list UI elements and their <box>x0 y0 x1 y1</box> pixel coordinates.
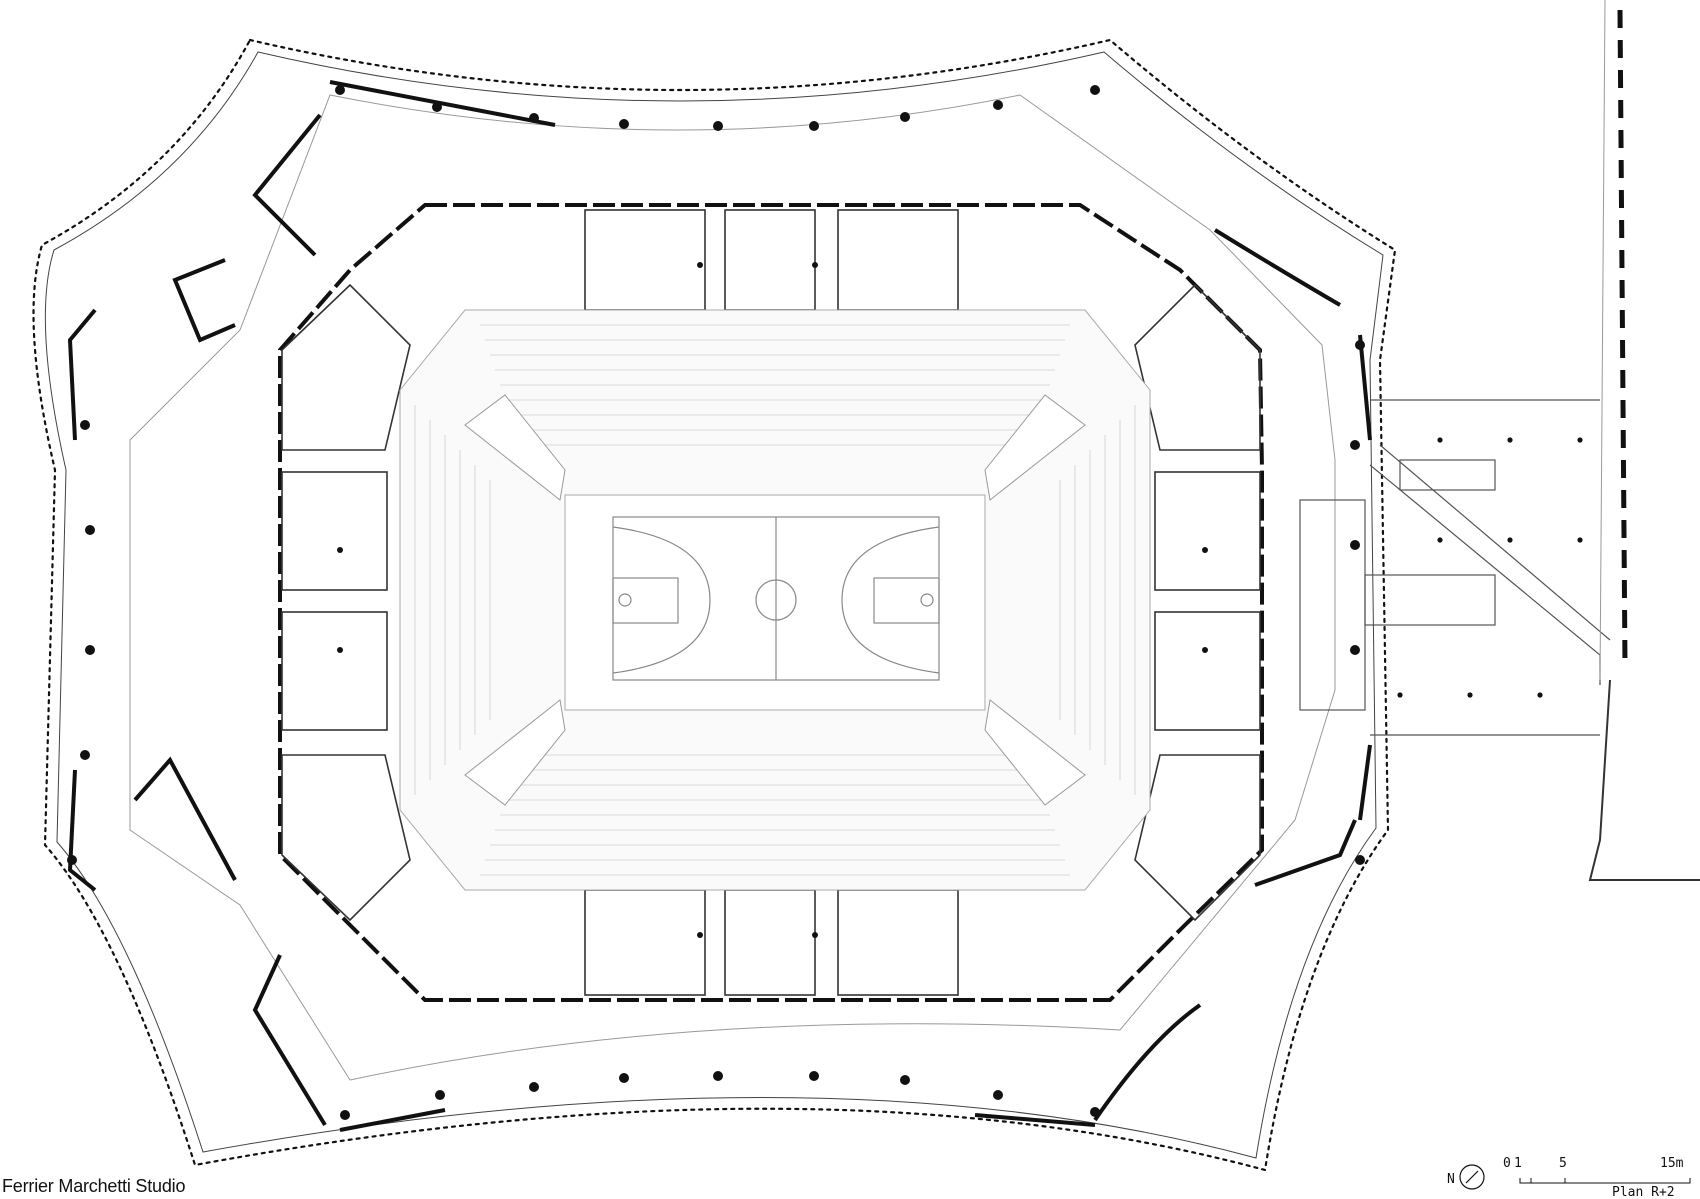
outer-facade-line <box>44 51 1384 1159</box>
north-arrow: N <box>1447 1164 1485 1190</box>
scale-label-0: 0 <box>1503 1156 1511 1171</box>
scale-label-15m: 15m <box>1660 1156 1684 1171</box>
north-label: N <box>1447 1172 1455 1187</box>
scale-label-5: 5 <box>1559 1156 1567 1171</box>
columns <box>67 85 1365 1120</box>
bridge-columns <box>1397 437 1583 698</box>
scale-bar: 0 1 5 15m Plan R+2 <box>1503 1156 1691 1199</box>
seating-rows <box>414 324 1136 876</box>
plan-label: Plan R+2 <box>1612 1185 1675 1199</box>
site-edge-lower <box>1588 679 1700 881</box>
outer-facade-scalloped <box>32 38 1397 1172</box>
studio-credit: Ferrier Marchetti Studio <box>2 1176 186 1196</box>
concourse-inner-line <box>129 94 1336 1081</box>
site-boundary-thin <box>1599 0 1606 681</box>
entrance-bridge <box>1299 399 1611 736</box>
structural-walls <box>67 80 1372 1132</box>
vomitories <box>464 394 1086 806</box>
site-boundary <box>1617 9 1628 666</box>
scale-label-1: 1 <box>1514 1156 1522 1171</box>
basketball-court <box>612 516 940 681</box>
